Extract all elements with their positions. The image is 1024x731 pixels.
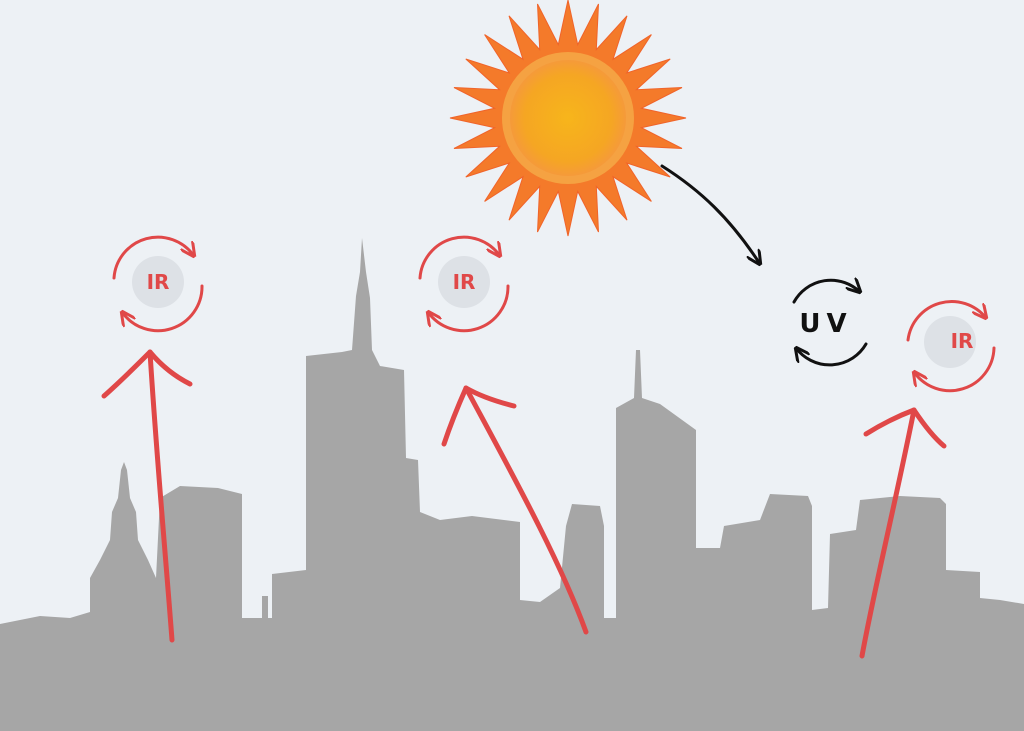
ir-disc — [924, 316, 976, 368]
city-skyline — [0, 238, 1024, 731]
ir-cycle-right: IR — [906, 300, 996, 393]
circular-arrows-icon — [906, 300, 996, 393]
circular-arrows-icon — [792, 280, 868, 367]
ir-cycle-middle: IR — [418, 235, 510, 333]
ir-arrow-right — [859, 407, 947, 659]
uv-incoming-arrow — [660, 164, 760, 264]
circular-arrows-icon — [418, 235, 510, 333]
ir-label: IR — [951, 329, 974, 353]
ir-label: IR — [147, 270, 170, 294]
ir-label: IR — [453, 270, 476, 294]
ir-cycle-left: IR — [112, 235, 204, 333]
circular-arrows-icon — [112, 235, 204, 333]
uv-label: UV — [799, 309, 852, 339]
ir-disc — [132, 256, 184, 308]
sun-icon — [449, 0, 687, 237]
ir-emission-arrows — [101, 349, 947, 659]
uv-cycle: UV — [792, 280, 868, 367]
ir-disc — [438, 256, 490, 308]
ir-arrow-middle — [441, 385, 589, 635]
ir-arrow-left — [101, 349, 193, 643]
